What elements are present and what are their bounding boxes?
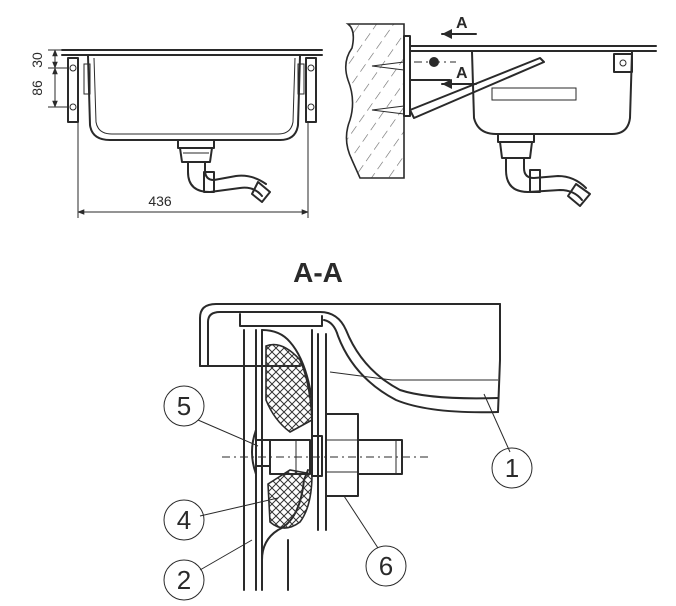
basin-inner-line: [93, 57, 296, 135]
side-siphon-lower: [523, 157, 587, 189]
side-bracket: [613, 53, 633, 73]
side-label-plate: [491, 87, 577, 101]
side-drain-flange: [497, 133, 535, 143]
bowl-surface-line: [329, 371, 498, 381]
callout-2-label: 2: [177, 565, 191, 595]
washer: [311, 435, 323, 477]
left-bracket-hole-bottom: [69, 103, 77, 111]
cushion-upper: [265, 343, 313, 433]
side-bowl-outline: [471, 51, 633, 135]
dim-label-30: 30: [29, 52, 45, 68]
callout-1-label: 1: [505, 453, 519, 483]
section-mark-bottom: A: [456, 65, 468, 82]
cushion-lower: [267, 469, 313, 529]
callout-2-circle: [163, 559, 205, 601]
right-clip: [297, 63, 305, 95]
siphon-nut: [203, 171, 215, 193]
bowl-wall-inner: [323, 319, 499, 414]
rim-inner-edge: [207, 311, 321, 367]
side-siphon-end: [567, 183, 591, 207]
section-arrowhead-bottom: [442, 79, 452, 89]
callout-6-label: 6: [379, 551, 393, 581]
callout-6-leader: [343, 495, 379, 549]
screw-head-arc: [251, 429, 257, 475]
right-bracket-hole-bottom: [307, 103, 315, 111]
left-clip: [83, 63, 91, 95]
left-bracket-hole-top: [69, 64, 77, 72]
right-bracket: [305, 57, 317, 123]
section-arrowhead-top: [442, 29, 452, 39]
callout-6-circle: [365, 545, 407, 587]
siphon-end: [251, 181, 271, 203]
left-bracket: [67, 57, 79, 123]
dowel-top: [371, 61, 405, 71]
wall-plate: [403, 35, 411, 117]
side-view: A A: [344, 15, 657, 207]
drain-flange: [177, 139, 215, 149]
right-bracket-hole-top: [307, 64, 315, 72]
callout-4-leader: [199, 497, 279, 517]
callout-5-circle: [163, 385, 205, 427]
side-siphon-nut: [529, 169, 541, 193]
section-title: A-A: [293, 257, 343, 288]
rim-flange: [239, 313, 323, 327]
callout-5-leader: [197, 419, 259, 447]
rim-outer-edge: [199, 303, 501, 367]
callout-2-leader: [199, 539, 253, 571]
bracket-top-curve: [261, 329, 313, 401]
dim-label-86: 86: [29, 80, 45, 96]
dim-label-436: 436: [148, 193, 172, 209]
wall-section: [344, 23, 405, 179]
side-bracket-hole: [619, 59, 627, 67]
basin-outline: [87, 55, 301, 141]
side-drain-body: [499, 141, 533, 159]
bowl-break-edge: [497, 303, 501, 413]
bowl-wall-outer: [319, 311, 499, 400]
support-strut: [409, 57, 545, 119]
callouts: 1 5 4 2 6: [163, 385, 533, 601]
callout-5-label: 5: [177, 391, 191, 421]
callout-1-leader: [483, 393, 511, 453]
callout-1-circle: [491, 447, 533, 489]
section-mark-top: A: [456, 15, 468, 32]
section-detail: [199, 303, 501, 591]
nut: [325, 413, 359, 497]
callout-4-circle: [163, 499, 205, 541]
callout-4-label: 4: [177, 505, 191, 535]
side-siphon-upper: [505, 157, 583, 201]
front-view: 30 86 436: [29, 49, 323, 218]
dowel-bottom: [371, 105, 405, 115]
drain-body: [179, 147, 213, 163]
